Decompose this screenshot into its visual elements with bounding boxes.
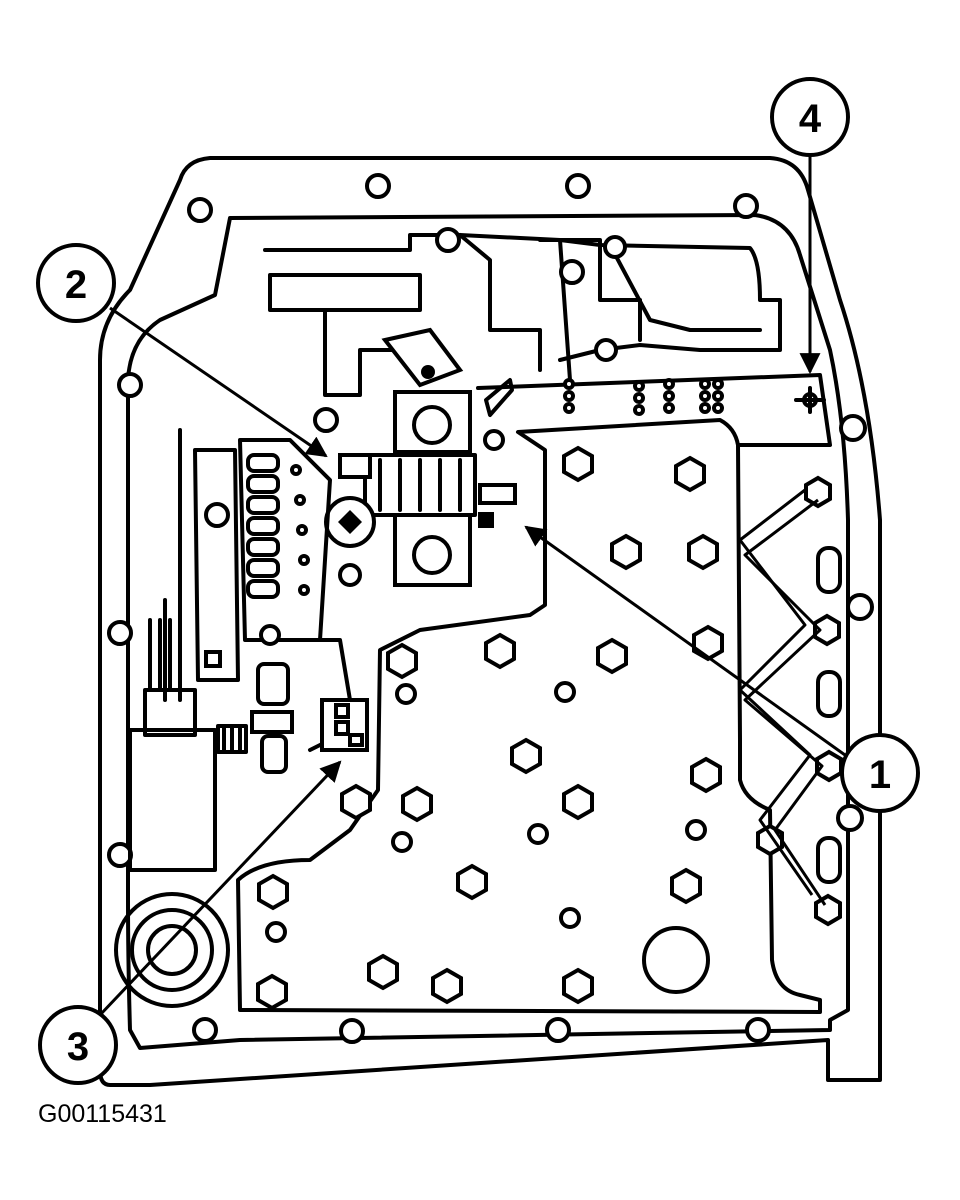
callout-leaders bbox=[98, 148, 846, 1017]
spring-stack bbox=[238, 438, 332, 646]
pan-gasket bbox=[98, 156, 882, 1087]
port-holes bbox=[563, 378, 724, 416]
valve-body-plate bbox=[236, 418, 822, 1014]
plate-hex-bolts bbox=[256, 445, 724, 1011]
callout-1: 1 bbox=[840, 733, 920, 813]
callout-4: 4 bbox=[770, 77, 850, 157]
callout-3-number: 3 bbox=[67, 1025, 89, 1069]
plate-small-holes bbox=[265, 681, 710, 994]
right-channels bbox=[738, 475, 843, 927]
drain-plug bbox=[114, 892, 230, 1008]
perimeter-bolt-holes bbox=[107, 173, 874, 1044]
manual-valve bbox=[250, 638, 369, 774]
detent-bracket bbox=[163, 428, 240, 702]
leader-3 bbox=[98, 760, 342, 1017]
leader-1 bbox=[524, 525, 846, 757]
leader-2 bbox=[109, 306, 328, 458]
figure-id-label: G00115431 bbox=[38, 1100, 167, 1128]
callout-2: 2 bbox=[36, 243, 116, 323]
top-separator bbox=[263, 227, 832, 451]
callout-2-number: 2 bbox=[65, 263, 87, 307]
solenoid-block bbox=[324, 327, 517, 587]
callout-1-number: 1 bbox=[869, 753, 891, 797]
harness-connector bbox=[128, 618, 248, 872]
callout-3: 3 bbox=[38, 1005, 118, 1085]
callout-4-number: 4 bbox=[799, 97, 822, 141]
sensor-cross bbox=[794, 386, 826, 414]
